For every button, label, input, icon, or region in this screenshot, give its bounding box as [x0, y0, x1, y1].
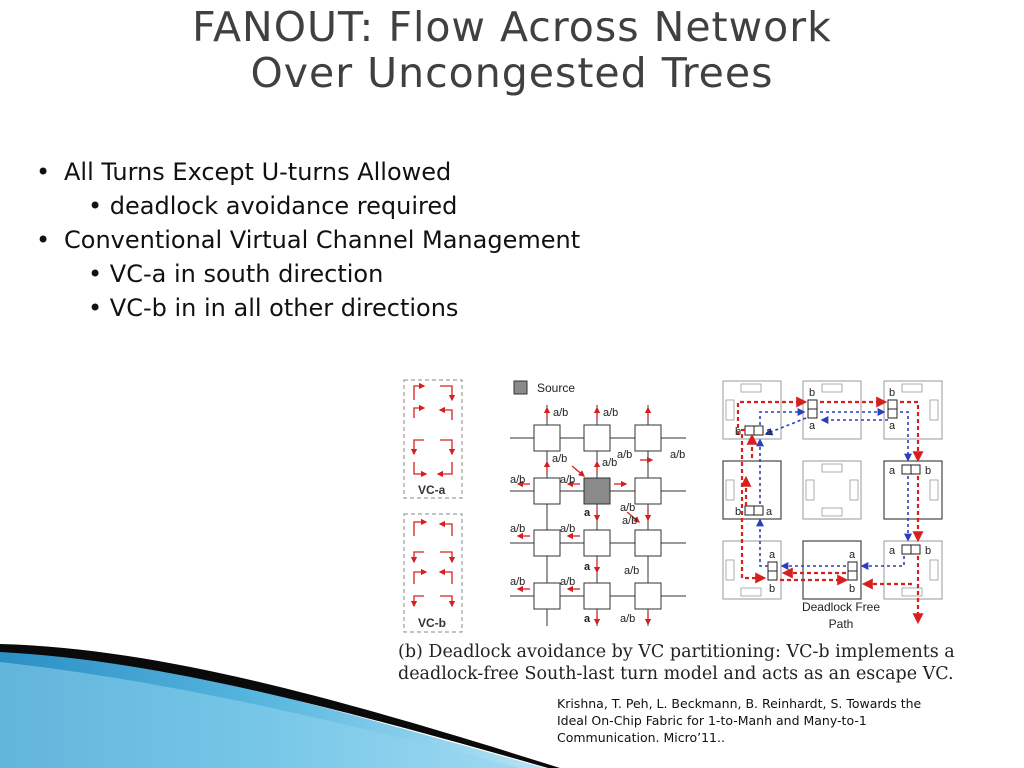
- a-label: a: [584, 507, 591, 519]
- ab-label: a/b: [620, 613, 635, 625]
- a-label: a: [809, 420, 816, 432]
- b-label: b: [849, 583, 855, 595]
- decorative-swoosh: [0, 644, 560, 768]
- ab-label: a/b: [624, 565, 639, 577]
- title-line-2: Over Uncongested Trees: [250, 49, 774, 97]
- source-swatch: [513, 380, 528, 395]
- bullet-2-sub-1: • VC-a in south direction: [88, 260, 384, 288]
- b-label: b: [735, 506, 741, 518]
- a-label: a: [849, 549, 856, 561]
- figure-caption: (b) Deadlock avoidance by VC partitionin…: [398, 641, 998, 685]
- b-label: b: [889, 387, 895, 399]
- a-label: a: [584, 561, 591, 573]
- b-label: b: [925, 465, 931, 477]
- caption-line-1: (b) Deadlock avoidance by VC partitionin…: [398, 642, 955, 662]
- ab-label: a/b: [560, 576, 575, 588]
- a-label: a: [889, 545, 896, 557]
- ab-label: a/b: [620, 502, 635, 514]
- ab-label: a/b: [552, 453, 567, 465]
- ab-label: a/b: [560, 523, 575, 535]
- mesh-diagram: Source: [510, 380, 686, 626]
- a-label: a: [766, 426, 773, 438]
- a-label: a: [889, 465, 896, 477]
- ab-label: a/b: [560, 474, 575, 486]
- ab-label: a/b: [603, 407, 618, 419]
- a-label: a: [584, 613, 591, 625]
- bullet-marker: •: [36, 226, 51, 254]
- bullet-2-text: Conventional Virtual Channel Management: [64, 226, 581, 254]
- caption-line-2: deadlock-free South-last turn model and …: [398, 664, 954, 684]
- source-label: Source: [537, 381, 575, 395]
- vca-label: VC-a: [418, 483, 446, 497]
- ab-label: a/b: [670, 449, 685, 461]
- ab-label: a/b: [510, 576, 525, 588]
- reference-line-1: Krishna, T. Peh, L. Beckmann, B. Reinhar…: [557, 696, 922, 711]
- deadlock-avoidance-figure: VC-a VC-b Source: [403, 379, 943, 633]
- deadlock-free-diagram: b b a a b a a b b a a b a b a b Deadlock…: [722, 380, 943, 631]
- title-line-1: FANOUT: Flow Across Network: [192, 3, 832, 51]
- vca-legend: VC-a: [403, 379, 463, 499]
- ab-label: a/b: [553, 407, 568, 419]
- bullet-marker: •: [36, 158, 51, 186]
- ab-label: a/b: [510, 474, 525, 486]
- b-label: b: [925, 545, 931, 557]
- deadlock-free-label-1: Deadlock Free: [802, 600, 880, 614]
- deadlock-free-label-2: Path: [829, 617, 854, 631]
- a-label: a: [769, 549, 776, 561]
- vcb-legend: VC-b: [403, 513, 463, 633]
- b-label: b: [735, 426, 741, 438]
- bullet-1-sub-1: • deadlock avoidance required: [88, 192, 458, 220]
- ab-label: a/b: [622, 515, 637, 527]
- bullet-2-sub-2: • VC-b in in all other directions: [88, 294, 459, 322]
- reference-line-3: Communication. Micro’11..: [557, 730, 725, 745]
- reference-line-2: Ideal On-Chip Fabric for 1-to-Manh and M…: [557, 713, 867, 728]
- b-label: b: [809, 387, 815, 399]
- reference-citation: Krishna, T. Peh, L. Beckmann, B. Reinhar…: [557, 695, 977, 746]
- vcb-label: VC-b: [418, 616, 446, 630]
- a-label: a: [766, 506, 773, 518]
- ab-label: a/b: [602, 457, 617, 469]
- slide-title: FANOUT: Flow Across Network Over Unconge…: [0, 4, 1024, 96]
- b-label: b: [769, 583, 775, 595]
- ab-label: a/b: [617, 449, 632, 461]
- bullet-1-text: All Turns Except U-turns Allowed: [64, 158, 452, 186]
- a-label: a: [889, 420, 896, 432]
- ab-label: a/b: [510, 523, 525, 535]
